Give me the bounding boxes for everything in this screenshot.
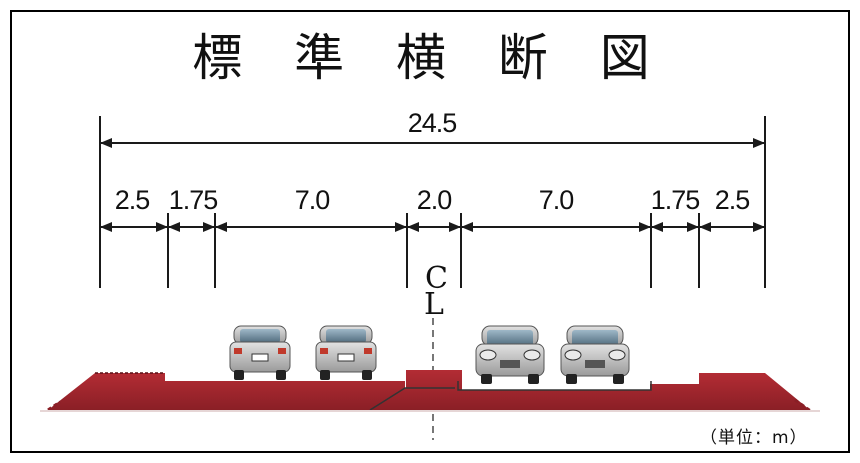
road-left-section <box>48 373 405 410</box>
unit-note: （単位：m） <box>700 428 808 448</box>
segment-label: 2.5 <box>115 185 150 215</box>
car-front-1 <box>475 325 545 384</box>
segment-label: 2.5 <box>715 185 750 215</box>
embankment-line <box>369 387 455 411</box>
slope-edge <box>47 400 61 412</box>
segment-label: 1.75 <box>651 185 700 215</box>
total-dimension-label: 24.5 <box>408 108 457 138</box>
segment-label: 2.0 <box>417 185 452 215</box>
diagram-title: 標 準 横 断 図 <box>192 29 668 87</box>
car-rear-2 <box>315 325 377 380</box>
ground-shadow <box>40 410 820 412</box>
segment-label: 1.75 <box>169 185 218 215</box>
car-front-2 <box>560 325 630 384</box>
segment-label: 7.0 <box>539 185 574 215</box>
segment-label: 7.0 <box>295 185 330 215</box>
centerline-l: L <box>424 287 444 322</box>
centerline-c: C <box>425 261 448 296</box>
lane-outline <box>457 381 652 391</box>
road-right-section <box>370 373 810 410</box>
car-rear-1 <box>229 325 291 380</box>
